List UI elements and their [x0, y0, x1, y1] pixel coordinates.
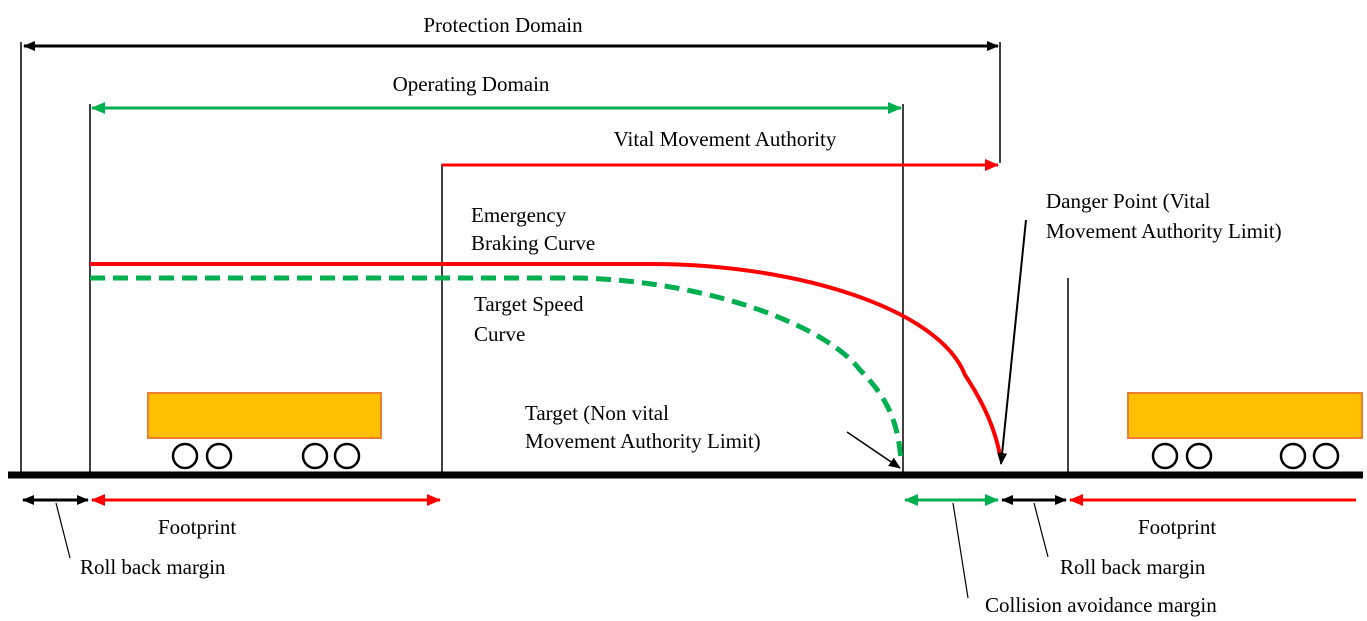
danger-point-label-line2: Movement Authority Limit) — [1046, 219, 1282, 243]
target-speed-label-line2: Curve — [474, 322, 525, 346]
train-right-body — [1127, 392, 1363, 439]
target-speed-curve — [90, 275, 904, 461]
train-right — [1127, 392, 1363, 470]
danger-point-label-line1: Danger Point (Vital — [1046, 189, 1211, 213]
footprint-left-label: Footprint — [158, 515, 236, 539]
protection-domain-label: Protection Domain — [423, 13, 583, 37]
operating-domain-label: Operating Domain — [393, 72, 550, 96]
danger-point-pointer — [997, 219, 1027, 465]
emergency-braking-label-line1: Emergency — [471, 203, 567, 227]
target-pointer — [846, 431, 901, 469]
emergency-braking-curve — [90, 262, 1002, 456]
collision-avoidance-margin-label: Collision avoidance margin — [985, 593, 1217, 617]
train-left — [147, 392, 382, 470]
roll-back-margin-left-label: Roll back margin — [80, 555, 226, 579]
vital-movement-authority-label: Vital Movement Authority — [614, 127, 837, 151]
train-left-body — [147, 392, 382, 439]
roll-back-margin-right-label: Roll back margin — [1060, 555, 1206, 579]
emergency-braking-label-line2: Braking Curve — [471, 231, 595, 255]
target-label-line2: Movement Authority Limit) — [525, 429, 761, 453]
footprint-right-label: Footprint — [1138, 515, 1216, 539]
target-label-line1: Target (Non vital — [525, 401, 669, 425]
leader-lines — [55, 502, 1049, 599]
target-speed-label-line1: Target Speed — [474, 292, 584, 316]
